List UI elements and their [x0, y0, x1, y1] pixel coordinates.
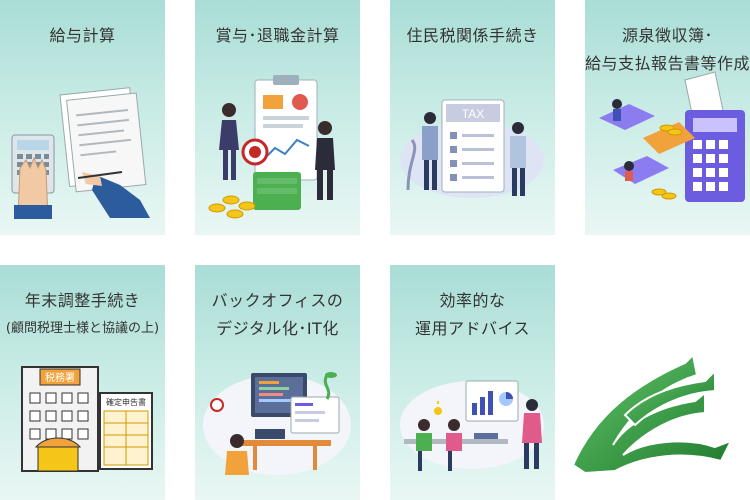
tax-board-icon: TAX	[441, 99, 505, 193]
clipboard-people-illustration	[208, 75, 335, 219]
card-title-note: (顧問税理士様と協議の上)	[5, 321, 160, 336]
card-title-line: 年末調整手続き	[24, 291, 141, 310]
card-title-line: 賞与･退職金計算	[215, 26, 340, 45]
card-title: 住民税関係手続き	[390, 22, 555, 50]
card-title-line: 効率的な	[439, 291, 506, 310]
printer-calculator-icon	[684, 71, 745, 202]
tax-office-building-icon: 税務署	[21, 366, 99, 472]
computer-workspace-icon	[251, 373, 340, 434]
service-card-year-end-adjustment[interactable]: 年末調整手続き (顧問税理士様と協議の上) 税務署 確定申告書	[0, 265, 165, 500]
card-title-line: デジタル化･IT化	[216, 319, 339, 338]
service-card-digitalization[interactable]: バックオフィスの デジタル化･IT化	[195, 265, 360, 500]
card-title: バックオフィスの デジタル化･IT化	[195, 287, 360, 343]
printer-calculator-illustration	[599, 71, 745, 202]
service-card-operation-advice[interactable]: 効率的な 運用アドバイス	[390, 265, 555, 500]
card-title-line: 源泉徴収簿･	[621, 26, 713, 45]
service-card-payroll[interactable]: 給与計算	[0, 0, 165, 235]
card-title: 年末調整手続き (顧問税理士様と協議の上)	[0, 287, 165, 343]
presentation-icon	[465, 380, 519, 422]
card-title: 給与計算	[0, 22, 165, 50]
card-title-line: 給与計算	[49, 26, 116, 45]
tax-document-label: 確定申告書	[106, 397, 146, 407]
card-title-line: 給与支払報告書等作成	[585, 54, 750, 73]
service-card-bonus-retirement[interactable]: 賞与･退職金計算	[195, 0, 360, 235]
tax-board-illustration: TAX	[400, 99, 544, 198]
service-card-withholding-report[interactable]: 源泉徴収簿･ 給与支払報告書等作成	[585, 0, 750, 235]
card-title-line: 運用アドバイス	[414, 319, 531, 338]
tax-office-illustration: 税務署 確定申告書	[21, 366, 153, 472]
card-title: 効率的な 運用アドバイス	[390, 287, 555, 343]
tax-board-label: TAX	[462, 107, 484, 121]
clipboard-icon	[254, 75, 318, 181]
card-title: 源泉徴収簿･ 給与支払報告書等作成	[585, 22, 750, 78]
tax-document-icon: 確定申告書	[99, 392, 153, 470]
computer-workspace-illustration	[203, 372, 351, 475]
leaf-logo	[571, 352, 734, 475]
presentation-illustration	[400, 380, 544, 471]
card-title-line: 住民税関係手続き	[406, 26, 539, 45]
card-title-line: バックオフィスの	[211, 291, 344, 310]
calculator-document-illustration	[11, 87, 150, 219]
building-sign-label: 税務署	[45, 371, 75, 384]
service-card-resident-tax[interactable]: 住民税関係手続き TAX	[390, 0, 555, 235]
card-title: 賞与･退職金計算	[195, 22, 360, 50]
